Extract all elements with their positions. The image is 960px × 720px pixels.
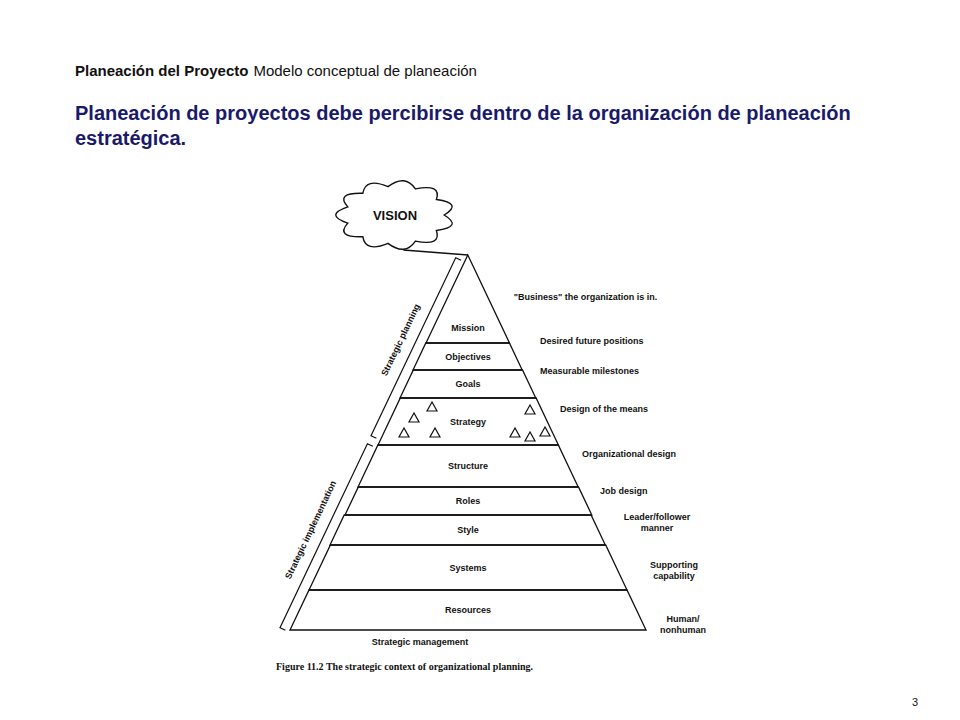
band-label: Roles [456, 496, 481, 506]
bracket-label: Strategic planning [379, 302, 422, 378]
level-description: Measurable milestones [540, 366, 639, 377]
band-outline [330, 515, 605, 545]
strategy-triangles [399, 402, 550, 441]
triangle-symbol [540, 427, 550, 436]
pyramid-band: Mission [426, 255, 510, 343]
level-description: "Business" the organization is in. [508, 292, 663, 303]
cloud-label: VISION [373, 208, 417, 223]
level-description: Job design [600, 486, 648, 497]
section-title: Planeación del Proyecto [75, 62, 248, 80]
level-description: Organizational design [582, 449, 676, 460]
slide-heading: Planeación de proyectos debe percibirse … [75, 101, 880, 151]
bracket [371, 258, 461, 439]
band-outline [400, 370, 536, 398]
pyramid-band: Style [330, 515, 605, 545]
band-outline [345, 487, 592, 515]
band-outline [413, 343, 522, 370]
band-outline [378, 398, 558, 445]
band-label: Style [457, 525, 479, 535]
base-label: Strategic management [372, 637, 469, 648]
band-label: Structure [448, 461, 488, 471]
band-outline [290, 590, 646, 630]
band-label: Strategy [450, 417, 486, 427]
pyramid-band: Roles [345, 487, 592, 515]
figure-caption: Figure 11.2 The strategic context of org… [276, 661, 533, 673]
cloud-outline [336, 181, 452, 250]
triangle-symbol [510, 428, 520, 437]
page-number: 3 [912, 696, 918, 709]
vision-tail [403, 250, 468, 255]
band-outline [358, 445, 578, 487]
band-label: Systems [449, 563, 486, 573]
band-outline [309, 545, 627, 590]
triangle-symbol [409, 413, 419, 422]
pyramid-band: Structure [358, 445, 578, 487]
section-subtitle: Modelo conceptual de planeación [253, 62, 477, 80]
band-outline [426, 255, 510, 343]
pyramid-band: Systems [309, 545, 627, 590]
vision-cloud: VISION [335, 180, 455, 250]
pyramid-band: Goals [400, 370, 536, 398]
level-description: Leader/follower manner [612, 512, 702, 534]
band-label: Mission [451, 323, 485, 333]
triangle-symbol [399, 428, 409, 437]
pyramid-band: Strategy [378, 398, 558, 445]
level-description: Desired future positions [540, 336, 644, 347]
level-description: Human/ nonhuman [652, 614, 714, 636]
triangle-symbol [430, 428, 440, 437]
triangle-symbol [427, 402, 437, 411]
band-label: Resources [445, 605, 491, 615]
pyramid-band: Objectives [413, 343, 522, 370]
triangle-symbol [525, 432, 535, 441]
pyramid-band: Resources [290, 590, 646, 630]
bracket [280, 444, 373, 631]
level-description: Design of the means [560, 404, 648, 415]
bracket-label: Strategic implementation [283, 479, 339, 581]
band-label: Objectives [445, 352, 491, 362]
band-label: Goals [455, 379, 480, 389]
triangle-symbol [525, 405, 535, 414]
level-description: Supporting capability [634, 560, 714, 582]
